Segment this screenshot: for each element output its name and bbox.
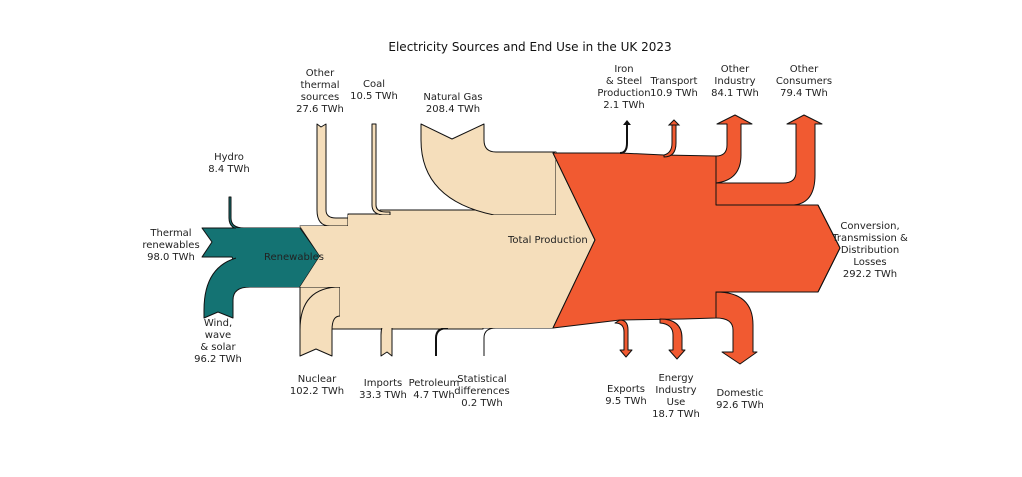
flow-hydro [228, 196, 245, 231]
label-line: Industry [714, 76, 755, 87]
label-line: Petroleum [409, 378, 460, 389]
label-losses: Conversion,Transmission &DistributionLos… [831, 221, 908, 280]
total-production-label: Total Production [507, 235, 588, 246]
label-line: Hydro [214, 152, 244, 163]
label-line: Consumers [776, 76, 832, 87]
label-line: 0.2 TWh [461, 398, 502, 409]
label-line: 2.1 TWh [603, 100, 644, 111]
label-line: thermal [301, 80, 340, 91]
label-line: Coal [363, 79, 385, 90]
label-line: 10.9 TWh [650, 88, 698, 99]
flow-petroleum [435, 327, 449, 356]
flow-iron-steel [619, 124, 628, 154]
flow-exports [614, 319, 633, 358]
end-use-group [552, 114, 841, 365]
flow-statistical-differences [483, 327, 497, 356]
label-line: Losses [853, 257, 886, 268]
renewables-group [201, 196, 321, 319]
label-line: Exports [607, 384, 645, 395]
label-line: Nuclear [298, 374, 337, 385]
flow-nuclear [299, 286, 341, 357]
flow-other-industry [715, 114, 753, 184]
label-line: 84.1 TWh [711, 88, 759, 99]
flow-energy-industry [659, 318, 686, 360]
label-line: Energy [658, 373, 693, 384]
iron-steel-arrowhead [623, 120, 631, 125]
label-line: 79.4 TWh [780, 88, 828, 99]
chart-title: Electricity Sources and End Use in the U… [388, 40, 671, 54]
label-line: Iron [614, 64, 633, 75]
label-line: Use [667, 397, 686, 408]
label-line: 102.2 TWh [290, 386, 344, 397]
label-line: Other [306, 68, 335, 79]
losses-arrow-edge [817, 204, 841, 293]
label-line: Other [721, 64, 750, 75]
label-line: Thermal [149, 228, 191, 239]
label-line: differences [454, 386, 509, 397]
label-line: Industry [655, 385, 696, 396]
label-line: Wind, [204, 318, 232, 329]
label-line: Other [790, 64, 819, 75]
label-line: Natural Gas [423, 92, 482, 103]
label-line: Production [597, 88, 650, 99]
flow-coal [371, 123, 391, 216]
transport-arrowhead [667, 119, 681, 126]
production-body [300, 152, 595, 328]
label-line: renewables [142, 240, 199, 251]
label-line: & solar [200, 342, 236, 353]
label-line: 9.5 TWh [605, 396, 646, 407]
flow-other-consumers [715, 114, 823, 206]
label-line: Conversion, [840, 221, 899, 232]
node-renewables [236, 228, 320, 287]
label-line: 27.6 TWh [296, 104, 344, 115]
label-line: Domestic [716, 388, 763, 399]
label-line: wave [205, 330, 231, 341]
flow-domestic [715, 291, 758, 365]
label-line: sources [301, 92, 339, 103]
renewables-label: Renewables [264, 252, 324, 263]
label-line: & Steel [606, 76, 642, 87]
production-group [299, 123, 596, 357]
label-line: 98.0 TWh [147, 252, 195, 263]
label-line: 292.2 TWh [843, 269, 897, 280]
label-line: 33.3 TWh [359, 390, 407, 401]
label-line: 8.4 TWh [208, 164, 249, 175]
label-line: 10.5 TWh [350, 91, 398, 102]
label-line: Transport [650, 76, 698, 87]
flow-other-thermal [316, 123, 349, 227]
label-line: 18.7 TWh [652, 409, 700, 420]
label-line: Transmission & [831, 233, 908, 244]
label-line: Imports [364, 378, 402, 389]
flow-transport [663, 123, 677, 158]
label-line: 96.2 TWh [194, 354, 242, 365]
label-line: Statistical [457, 374, 506, 385]
label-line: 208.4 TWh [426, 104, 480, 115]
flow-natural-gas [420, 123, 557, 216]
label-line: Distribution [841, 245, 899, 256]
label-line: 92.6 TWh [716, 400, 764, 411]
label-line: 4.7 TWh [413, 390, 454, 401]
